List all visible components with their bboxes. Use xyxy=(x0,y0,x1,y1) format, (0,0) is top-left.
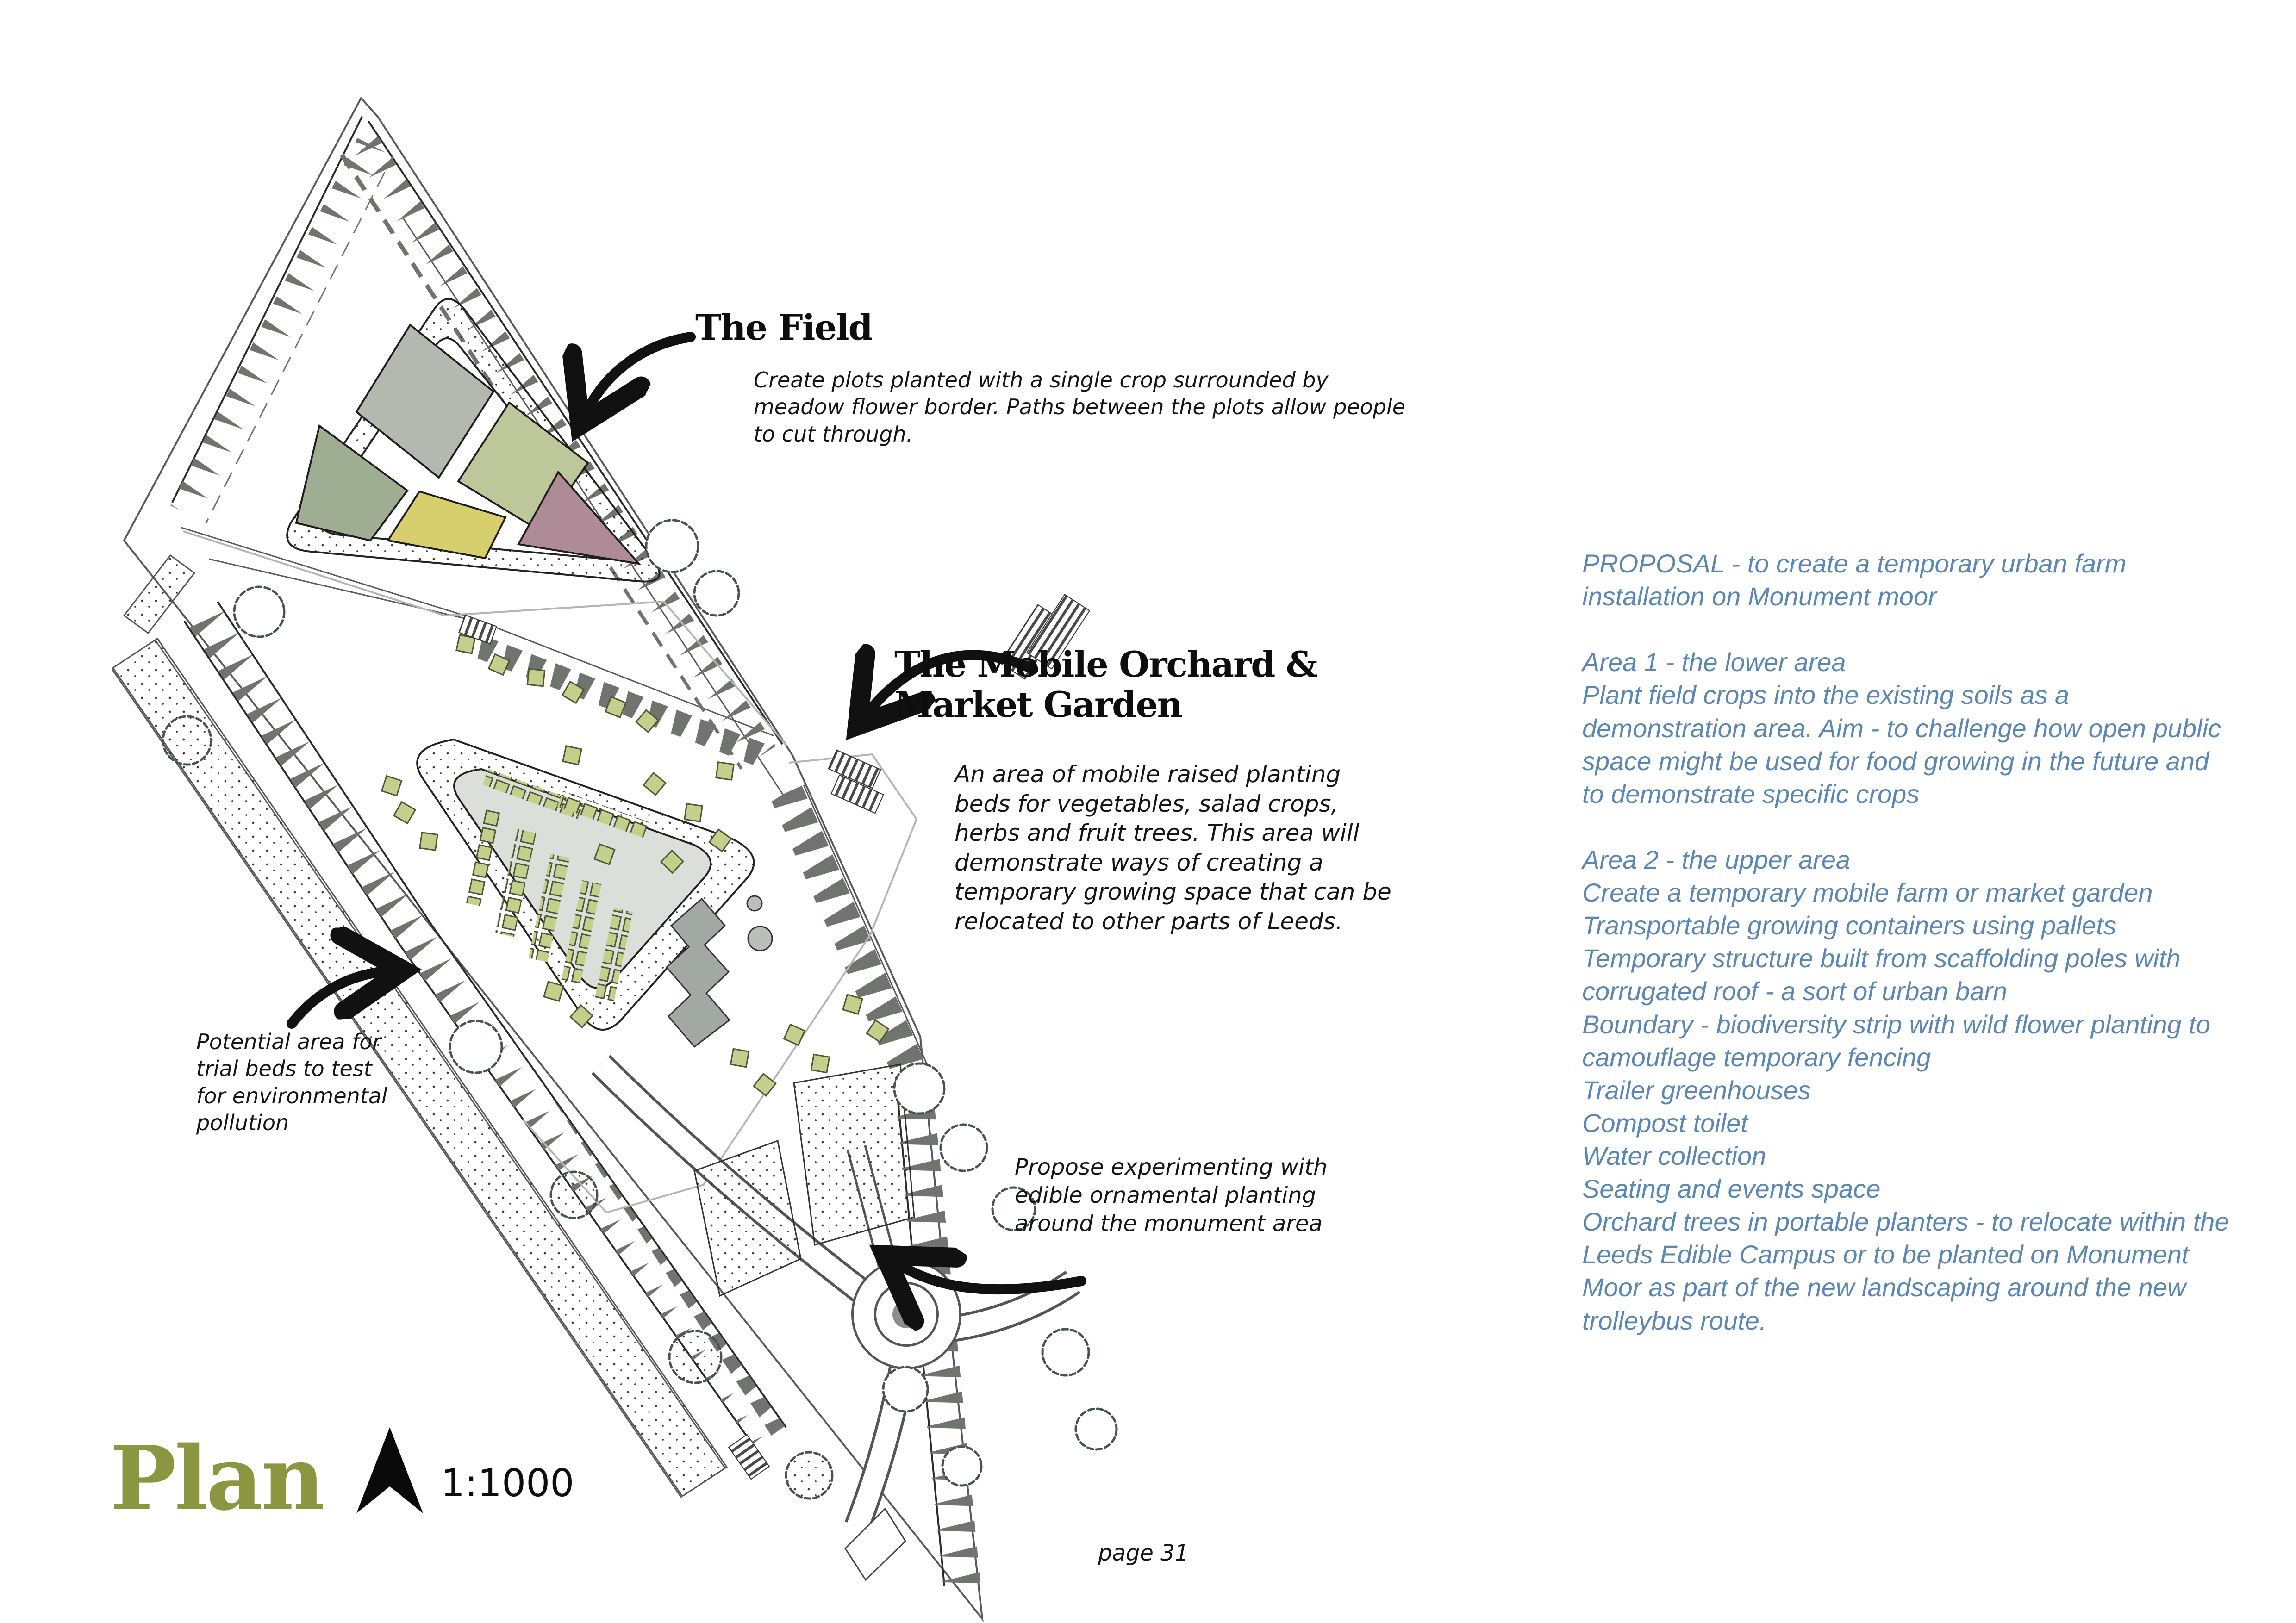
tree-icon xyxy=(941,1445,983,1487)
trial-beds-arrow xyxy=(287,971,392,1029)
water-tank-icon xyxy=(747,926,773,951)
tree-icon xyxy=(1041,1328,1090,1377)
tree-icon xyxy=(233,585,286,638)
plot-gray xyxy=(355,323,495,479)
tree-icon xyxy=(645,519,699,573)
pallet-bed-rows xyxy=(463,769,650,1003)
field-note: Create plots planted with a single crop … xyxy=(754,367,1406,447)
tree-icon xyxy=(449,1020,503,1074)
tree-icon xyxy=(939,1123,988,1172)
field-arrow xyxy=(585,332,696,415)
orchard-arrow xyxy=(865,655,1038,716)
plot-sage xyxy=(295,424,409,542)
tree-icons xyxy=(162,519,1118,1500)
orchard-note: An area of mobile raised planting beds f… xyxy=(955,761,1391,935)
annotation-arrows xyxy=(287,332,1086,1289)
monument-arrow xyxy=(894,1262,1086,1289)
tree-icon xyxy=(668,1330,723,1384)
planting-beds xyxy=(693,1063,915,1297)
plot-mauve xyxy=(517,470,642,565)
tree-icon xyxy=(162,715,212,766)
page-number: page 31 xyxy=(1098,1540,1189,1566)
monument-note: Propose experimenting with edible orname… xyxy=(1015,1154,1328,1237)
tree-icon xyxy=(693,570,740,617)
water-tank-icon xyxy=(746,895,763,912)
field-heading: The Field xyxy=(695,307,873,348)
orchard-heading: The Mobile Orchard & Market Garden xyxy=(894,644,1317,726)
tree-icon xyxy=(893,1062,946,1115)
monument-icon xyxy=(892,1300,920,1328)
parcel-outline xyxy=(844,1507,906,1581)
tree-icon xyxy=(991,1186,1036,1231)
orchard-area xyxy=(381,634,890,1097)
tree-icon xyxy=(1074,1407,1118,1451)
scale-label: 1:1000 xyxy=(441,1461,574,1505)
urban-barn-structure xyxy=(665,897,731,1048)
proposal-text: PROPOSAL - to create a temporary urban f… xyxy=(1582,549,2229,1335)
tree-icon xyxy=(785,1451,834,1500)
parcel-lines xyxy=(183,530,918,1214)
field-area xyxy=(286,298,661,583)
plot-yellow xyxy=(386,490,507,560)
tree-icon xyxy=(882,1366,929,1413)
tree-icon xyxy=(549,1170,599,1219)
crossing-stripes xyxy=(458,594,1091,1480)
north-arrow-icon xyxy=(356,1427,423,1513)
biodiversity-strip xyxy=(112,554,728,1498)
page-title: Plan xyxy=(110,1427,325,1530)
pallet-planters xyxy=(381,634,890,1097)
trial-beds-note: Potential area for trial beds to test fo… xyxy=(196,1029,387,1136)
